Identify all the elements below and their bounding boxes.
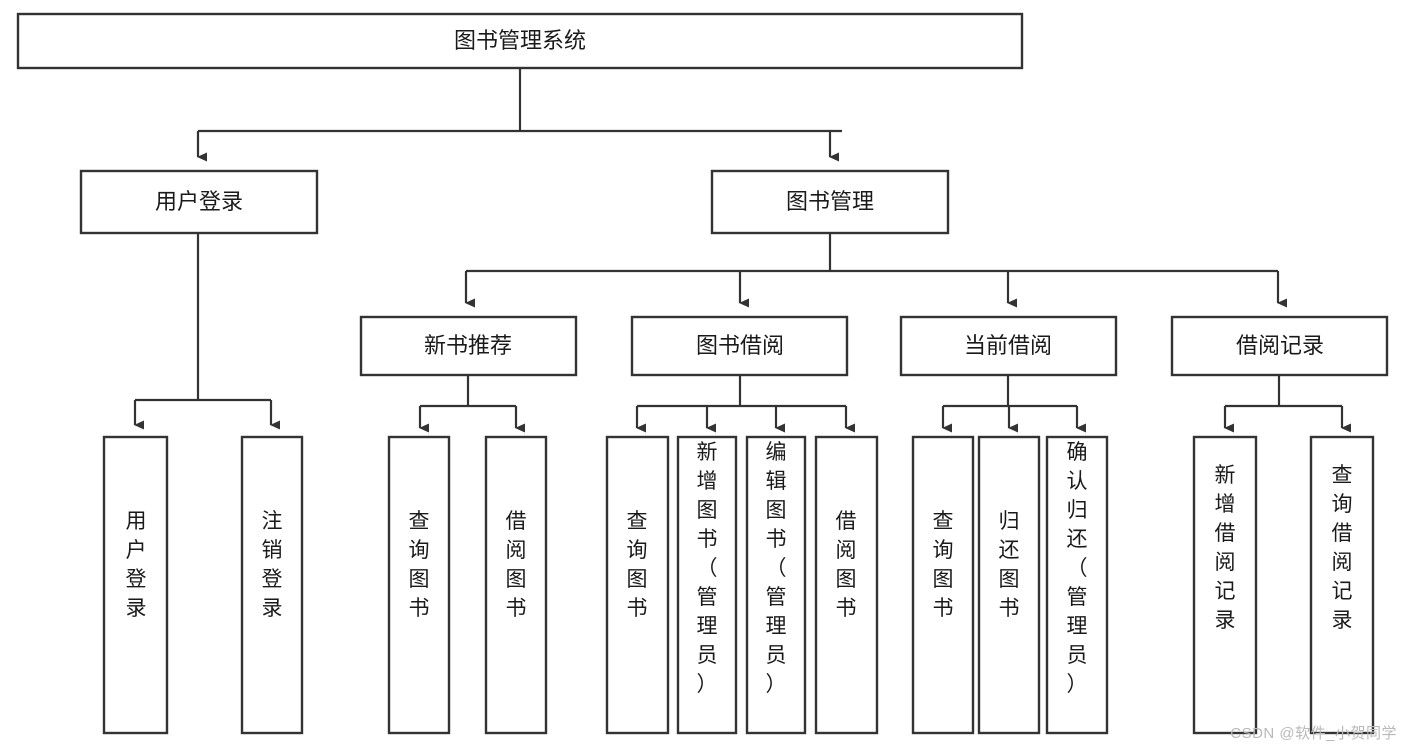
node-leaf-user-logout-label: 注销登录 [262, 510, 283, 620]
node-current-borrow[interactable]: 当前借阅 [899, 315, 1118, 377]
node-borrow-record-label: 借阅记录 [1236, 333, 1324, 358]
connector-new-book-recommend-to-leaves [418, 375, 525, 433]
node-leaf-confirm-return-label: 确认归还（管理员） [1067, 441, 1088, 696]
connector-user-login-to-leaves [133, 233, 280, 430]
node-leaf-query-book-1[interactable]: 查询图书 [387, 435, 451, 735]
connector-current-borrow-to-leaves [941, 375, 1086, 433]
connector-root-to-level2 [196, 68, 842, 162]
node-leaf-borrow-book-1-label: 借阅图书 [506, 510, 527, 620]
node-book-borrow[interactable]: 图书借阅 [630, 315, 849, 377]
node-leaf-borrow-book-2[interactable]: 借阅图书 [814, 435, 879, 735]
node-current-borrow-label: 当前借阅 [964, 333, 1052, 358]
node-root-label: 图书管理系统 [454, 28, 586, 53]
node-leaf-query-record[interactable]: 查询借阅记录 [1309, 435, 1375, 735]
node-leaf-confirm-return[interactable]: 确认归还（管理员） [1045, 435, 1109, 735]
node-leaf-query-book-3[interactable]: 查询图书 [911, 435, 975, 735]
node-leaf-query-book-2-label: 查询图书 [627, 510, 648, 620]
node-leaf-user-login[interactable]: 用户登录 [102, 435, 169, 735]
node-book-management[interactable]: 图书管理 [710, 169, 950, 235]
node-leaf-return-book-label: 归还图书 [999, 510, 1020, 620]
node-leaf-edit-book-label: 编辑图书（管理员） [766, 441, 787, 696]
node-new-book-recommend-label: 新书推荐 [424, 333, 512, 358]
node-root[interactable]: 图书管理系统 [16, 12, 1024, 70]
csdn-watermark: CSDN @软件_小贺同学 [1230, 725, 1397, 742]
node-leaf-edit-book[interactable]: 编辑图书（管理员） [745, 435, 807, 735]
connector-book-borrow-to-leaves [635, 375, 855, 433]
node-leaf-add-book-label: 新增图书（管理员） [697, 441, 718, 696]
node-borrow-record[interactable]: 借阅记录 [1170, 315, 1389, 377]
node-user-login-label: 用户登录 [155, 189, 243, 214]
node-leaf-query-book-3-label: 查询图书 [933, 510, 954, 620]
node-leaf-add-record-label: 新增借阅记录 [1215, 464, 1236, 632]
node-new-book-recommend[interactable]: 新书推荐 [359, 315, 578, 377]
node-leaf-query-book-2[interactable]: 查询图书 [605, 435, 670, 735]
node-leaf-user-login-label: 用户登录 [126, 510, 147, 620]
node-leaf-add-book[interactable]: 新增图书（管理员） [676, 435, 738, 735]
node-user-login[interactable]: 用户登录 [79, 169, 319, 235]
node-leaf-borrow-book-2-label: 借阅图书 [836, 510, 857, 620]
connector-book-management-to-level3 [464, 233, 1287, 308]
node-leaf-add-record[interactable]: 新增借阅记录 [1192, 435, 1258, 735]
node-leaf-borrow-book-1[interactable]: 借阅图书 [484, 435, 548, 735]
node-book-borrow-label: 图书借阅 [696, 333, 784, 358]
node-leaf-query-record-label: 查询借阅记录 [1332, 464, 1353, 632]
node-leaf-query-book-1-label: 查询图书 [409, 510, 430, 620]
node-leaf-return-book[interactable]: 归还图书 [977, 435, 1041, 735]
connector-borrow-record-to-leaves [1223, 375, 1351, 433]
node-leaf-user-logout[interactable]: 注销登录 [240, 435, 304, 735]
node-book-management-label: 图书管理 [786, 189, 874, 214]
